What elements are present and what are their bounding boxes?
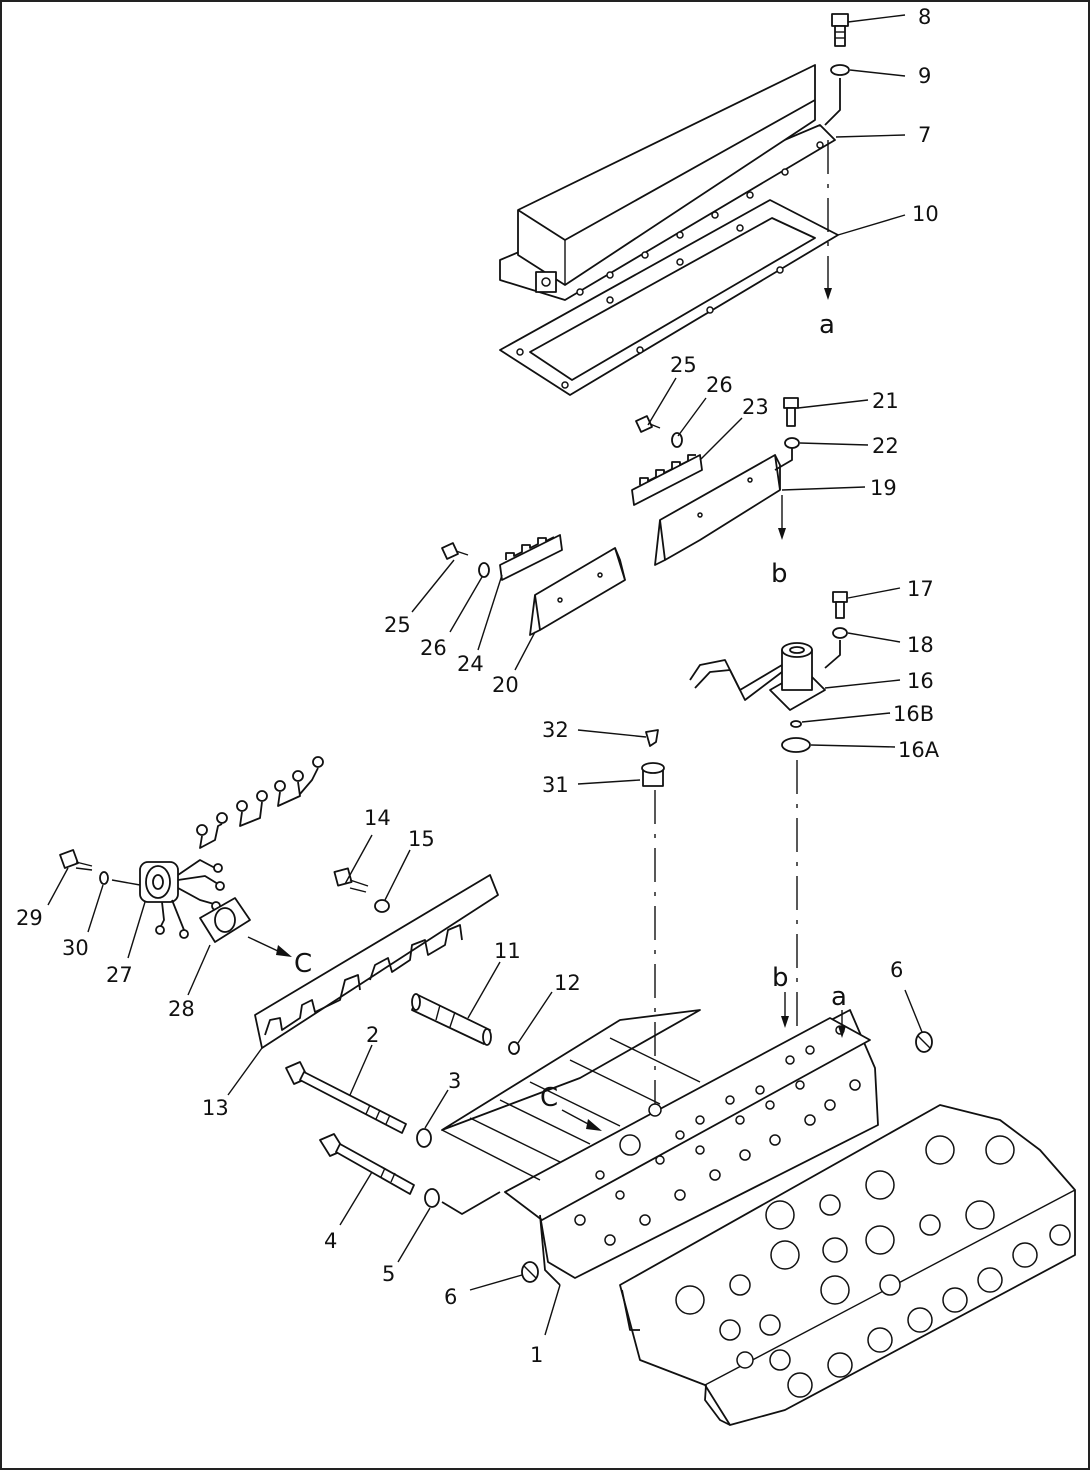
label-part-28: 28	[168, 997, 195, 1021]
ref-a-body: a	[831, 982, 847, 1012]
bolt-part-21	[783, 397, 799, 427]
connector-block-part-23	[631, 454, 703, 506]
ref-a-top: a	[819, 310, 835, 340]
label-part-11: 11	[494, 939, 521, 963]
washer-part-18	[832, 627, 848, 639]
label-part-26-lower: 26	[420, 636, 447, 660]
arrow-c-upper	[276, 945, 292, 957]
leader-lines	[47, 14, 923, 1336]
label-part-16A: 16A	[898, 738, 940, 762]
label-part-3: 3	[448, 1069, 461, 1093]
label-part-23: 23	[742, 395, 769, 419]
label-part-25-lower: 25	[384, 613, 411, 637]
label-part-19: 19	[870, 476, 897, 500]
label-part-1: 1	[530, 1343, 543, 1367]
arrow-a-body	[838, 1026, 846, 1038]
label-part-4: 4	[324, 1229, 337, 1253]
arrow-a-top	[824, 288, 832, 300]
washer-part-5	[424, 1188, 440, 1208]
bolt-part-29	[59, 849, 93, 871]
label-part-22: 22	[872, 434, 899, 458]
solenoid-part-16	[689, 642, 826, 711]
label-part-27: 27	[106, 963, 133, 987]
label-part-21: 21	[872, 389, 899, 413]
label-part-18: 18	[907, 633, 934, 657]
label-part-16B: 16B	[893, 702, 934, 726]
label-part-2: 2	[366, 1023, 379, 1047]
bolt-part-4	[319, 1133, 415, 1195]
gasket-part-28	[199, 897, 251, 943]
label-part-30: 30	[62, 936, 89, 960]
label-part-5: 5	[382, 1262, 395, 1286]
part-number-labels: 8 9 7 10 25 26 23 21 22 19 25 26 24 20 1…	[16, 5, 940, 1367]
label-part-29: 29	[16, 906, 43, 930]
screw-part-25-lower	[441, 542, 469, 560]
connector-block-part-24	[499, 534, 563, 581]
washer-part-22	[784, 437, 800, 449]
label-part-14: 14	[364, 806, 391, 830]
arrow-b-top	[778, 528, 786, 540]
bracket-part-19	[654, 454, 781, 566]
bracket-part-20	[529, 547, 626, 636]
label-part-24: 24	[457, 652, 484, 676]
ref-c-harness: C	[294, 949, 312, 979]
label-part-6-right: 6	[890, 958, 903, 982]
arrow-b-body	[781, 1016, 789, 1028]
label-part-7: 7	[918, 123, 931, 147]
label-part-6-left: 6	[444, 1285, 457, 1309]
oring-part-16A	[781, 737, 811, 753]
cover-part-7	[499, 64, 836, 301]
plug-part-31	[641, 762, 665, 787]
washer-part-15	[374, 899, 390, 913]
bolt-part-2	[285, 1061, 407, 1134]
label-part-25-upper: 25	[670, 353, 697, 377]
valve-part-11	[411, 993, 492, 1046]
oring-part-16B	[790, 720, 802, 728]
arrow-c-body	[586, 1119, 602, 1131]
label-part-13: 13	[202, 1096, 229, 1120]
label-part-32: 32	[542, 718, 569, 742]
label-part-16: 16	[907, 669, 934, 693]
valve-body-part-1	[441, 1009, 879, 1286]
washer-part-3	[416, 1128, 432, 1148]
ref-b-top: b	[771, 559, 788, 589]
label-part-15: 15	[408, 827, 435, 851]
plug-part-32	[645, 729, 659, 747]
ref-b-body: b	[772, 963, 789, 993]
label-part-12: 12	[554, 971, 581, 995]
plug-part-6-right	[915, 1031, 933, 1053]
label-part-9: 9	[918, 64, 931, 88]
label-part-31: 31	[542, 773, 569, 797]
label-part-8: 8	[918, 5, 931, 29]
cylinder-head	[619, 1104, 1076, 1426]
bracket-plate-part-13	[254, 874, 499, 1049]
label-part-17: 17	[907, 577, 934, 601]
label-part-20: 20	[492, 673, 519, 697]
label-part-26-upper: 26	[706, 373, 733, 397]
oring-part-12	[508, 1041, 520, 1055]
wire-harness-connectors	[196, 756, 324, 849]
bolt-part-8	[831, 13, 849, 47]
washer-part-26-lower	[478, 562, 490, 578]
label-part-10: 10	[912, 202, 939, 226]
ref-c-body: C	[540, 1083, 558, 1113]
reference-letters: a b C b a C	[294, 310, 847, 1113]
washer-part-9	[830, 64, 850, 76]
washer-part-30	[99, 871, 109, 885]
bolt-part-17	[832, 591, 848, 619]
plug-part-6-left	[521, 1261, 539, 1283]
washer-part-26-upper	[671, 432, 683, 448]
